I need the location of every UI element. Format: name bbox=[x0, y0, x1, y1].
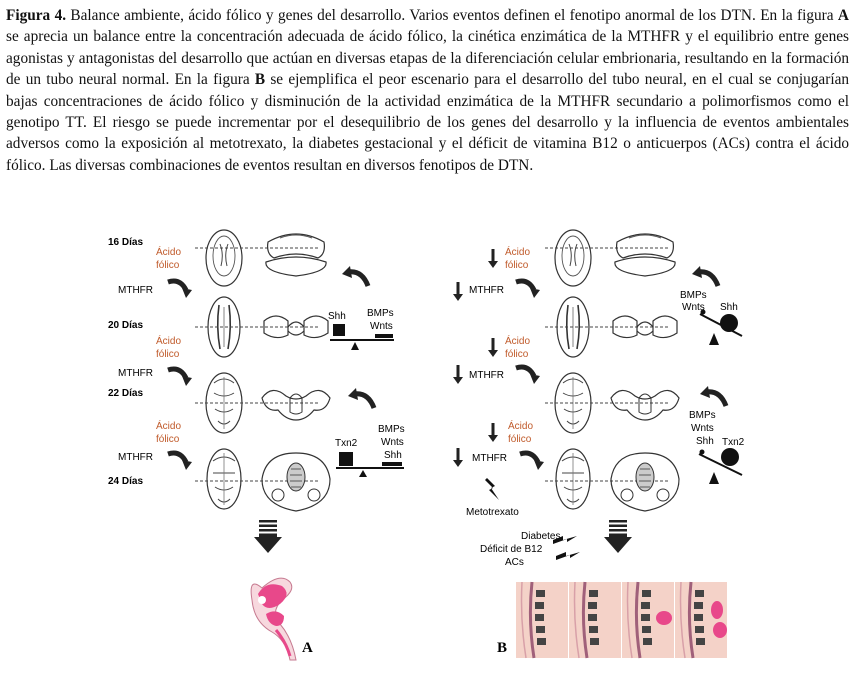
caption-ref-a: A bbox=[837, 7, 849, 24]
caption-text-2: se aprecia un balance entre la concentra… bbox=[6, 28, 849, 89]
shh-label: Shh bbox=[328, 311, 346, 322]
day-label-16: 16 Días bbox=[108, 237, 143, 248]
folico-label: fólico bbox=[156, 260, 180, 271]
decrease-arrow-icon bbox=[451, 446, 465, 469]
wnts-label: Wnts bbox=[691, 423, 714, 434]
metotrexato-label: Metotrexato bbox=[466, 507, 519, 518]
shh-label: Shh bbox=[720, 302, 738, 313]
shh-label: Shh bbox=[384, 450, 402, 461]
acido-label: Ácido bbox=[505, 334, 530, 347]
cross-section-22 bbox=[610, 389, 680, 421]
cross-section-22 bbox=[261, 389, 331, 421]
curved-arrow-icon bbox=[168, 369, 192, 386]
decrease-arrow-icon bbox=[486, 421, 500, 444]
cross-section-16 bbox=[614, 233, 676, 277]
cross-section-24 bbox=[610, 452, 680, 512]
return-arrow-icon bbox=[692, 266, 718, 286]
panel-b-label: B bbox=[497, 640, 507, 656]
return-arrow-icon bbox=[700, 386, 726, 406]
cross-section-16 bbox=[265, 233, 327, 277]
acido-label: Ácido bbox=[156, 245, 181, 258]
acido-label: Ácido bbox=[505, 245, 530, 258]
outcome-arrow-icon bbox=[254, 520, 282, 553]
curved-arrow-icon bbox=[516, 281, 540, 298]
mthfr-label: MTHFR bbox=[469, 285, 504, 296]
mthfr-label: MTHFR bbox=[118, 285, 153, 296]
wnts-label: Wnts bbox=[381, 437, 404, 448]
acs-label: ACs bbox=[505, 557, 524, 568]
decrease-arrow-icon bbox=[486, 336, 500, 359]
caption-ref-b: B bbox=[254, 71, 266, 89]
wnts-label: Wnts bbox=[682, 302, 705, 313]
return-arrow-icon bbox=[342, 266, 368, 286]
mthfr-label: MTHFR bbox=[469, 370, 504, 381]
panel-a: 16 Días 20 Días 22 Días 24 Días Ácido fó… bbox=[108, 229, 405, 661]
deficit-b12-label: Déficit de B12 bbox=[480, 544, 543, 555]
acido-label: Ácido bbox=[156, 334, 181, 347]
caption-text-1: Balance ambiente, ácido fólico y genes d… bbox=[66, 7, 838, 24]
normal-embryo-image bbox=[250, 577, 297, 661]
figure-caption: Figura 4. Balance ambiente, ácido fólico… bbox=[6, 5, 849, 176]
embryo-dorsal-16 bbox=[205, 229, 243, 287]
folico-label: fólico bbox=[156, 349, 180, 360]
panel-b: Ácido fólico Ácido fólico Ácido fólico M… bbox=[451, 229, 745, 660]
mthfr-label: MTHFR bbox=[118, 368, 153, 379]
caption-text-3: se ejemplifica el peor escenario para el… bbox=[6, 71, 850, 174]
decrease-arrow-icon bbox=[451, 280, 465, 303]
unbalanced-scale-20 bbox=[699, 309, 743, 345]
ntd-phenotype-4 bbox=[673, 580, 729, 660]
curved-arrow-icon bbox=[168, 453, 192, 470]
embryo-dorsal-24 bbox=[206, 448, 242, 510]
unbalanced-scale-24 bbox=[698, 448, 743, 484]
decrease-arrow-icon bbox=[451, 363, 465, 386]
curved-arrow-icon bbox=[168, 281, 192, 298]
decrease-arrow-icon bbox=[486, 247, 500, 270]
curved-arrow-icon bbox=[516, 367, 540, 384]
curved-arrow-icon bbox=[520, 453, 544, 470]
diabetes-label: Diabetes bbox=[521, 531, 560, 542]
ntd-phenotype-3 bbox=[620, 580, 676, 660]
wnts-label: Wnts bbox=[370, 321, 393, 332]
folico-label: fólico bbox=[508, 434, 532, 445]
txn2-label: Txn2 bbox=[722, 437, 745, 448]
ntd-phenotype-1 bbox=[514, 580, 570, 660]
mthfr-label: MTHFR bbox=[118, 452, 153, 463]
folico-label: fólico bbox=[505, 260, 529, 271]
balance-scale-24 bbox=[336, 452, 404, 477]
embryo-dorsal-16 bbox=[554, 229, 592, 287]
acido-label: Ácido bbox=[156, 419, 181, 432]
cross-section-24 bbox=[261, 452, 331, 512]
figure-label: Figura 4. bbox=[6, 7, 67, 24]
mthfr-label: MTHFR bbox=[472, 453, 507, 464]
bmps-label: BMPs bbox=[378, 424, 405, 435]
bmps-label: BMPs bbox=[367, 308, 394, 319]
folico-label: fólico bbox=[156, 434, 180, 445]
txn2-label: Txn2 bbox=[335, 438, 358, 449]
outcome-arrow-icon bbox=[604, 520, 632, 553]
bmps-label: BMPs bbox=[680, 290, 707, 301]
balance-scale-20 bbox=[330, 324, 394, 350]
day-label-24: 24 Días bbox=[108, 476, 143, 487]
day-label-22: 22 Días bbox=[108, 388, 143, 399]
panel-a-label: A bbox=[302, 640, 313, 656]
folico-label: fólico bbox=[505, 349, 529, 360]
lightning-bolt-icon bbox=[485, 478, 499, 500]
embryo-dorsal-24 bbox=[555, 448, 591, 510]
lightning-bolt-icon bbox=[556, 552, 580, 560]
shh-label: Shh bbox=[696, 436, 714, 447]
bmps-label: BMPs bbox=[689, 410, 716, 421]
day-label-20: 20 Días bbox=[108, 320, 143, 331]
acido-label: Ácido bbox=[508, 419, 533, 432]
ntd-phenotype-2 bbox=[567, 580, 623, 660]
return-arrow-icon bbox=[348, 388, 374, 408]
